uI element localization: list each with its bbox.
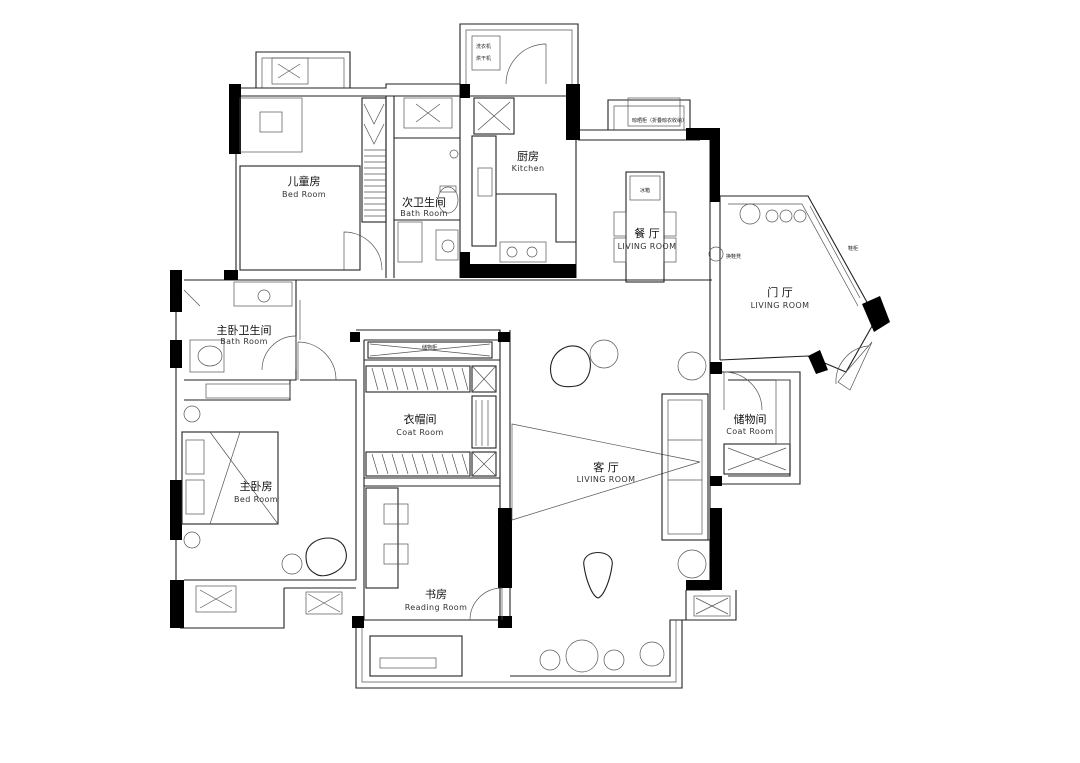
storage-fixtures — [723, 379, 791, 475]
second-bath-fixtures: 洗衣机 烘干机 — [397, 35, 501, 263]
room-labels: 儿童房 Bed Room 次卫生间 Bath Room 厨房 Kitchen 餐… — [217, 150, 810, 612]
label-foyer-zh: 门 厅 — [767, 285, 793, 299]
label-living-en: LIVING ROOM — [577, 475, 636, 484]
master-bedroom-furniture — [181, 383, 347, 615]
label-study-zh: 书房 — [425, 588, 447, 601]
label-kitchen-en: Kitchen — [512, 164, 545, 173]
label-storage-zh: 储物间 — [734, 412, 767, 426]
label-study-en: Reading Room — [405, 603, 468, 612]
label-dining-zh: 餐 厅 — [634, 226, 660, 240]
washer-label: 洗衣机 — [476, 43, 491, 50]
label-master-bedroom-en: Bed Room — [234, 495, 278, 504]
cloakroom-fixtures: 储物柜 — [365, 341, 497, 477]
kids-room-furniture — [239, 57, 387, 271]
master-bath-fixtures — [183, 281, 293, 373]
label-kids-bedroom-en: Bed Room — [282, 190, 326, 199]
label-master-bedroom-zh: 主卧房 — [240, 480, 273, 493]
structural-columns — [170, 84, 890, 628]
shoe-bench-label: 换鞋凳 — [726, 253, 741, 260]
entry-cabinet-label: 鞋柜 — [848, 245, 858, 252]
label-master-bath-en: Bath Room — [220, 337, 268, 346]
label-second-bath-en: Bath Room — [400, 209, 448, 218]
living-room-furniture — [511, 339, 709, 673]
balcony-cabinet-label: 晾晒柜（折叠晾衣收纳） — [632, 117, 687, 124]
foyer-furniture: 换鞋凳 鞋柜 — [708, 203, 858, 262]
balcony-outlines — [180, 23, 737, 689]
label-dining-en: LIVING ROOM — [618, 242, 677, 251]
label-kitchen-zh: 厨房 — [517, 150, 539, 163]
label-living-zh: 客 厅 — [593, 460, 619, 474]
label-foyer-en: LIVING ROOM — [751, 301, 810, 310]
label-storage-en: Coat Room — [726, 427, 773, 436]
label-kids-bedroom-zh: 儿童房 — [288, 174, 321, 188]
label-cloakroom-en: Coat Room — [396, 428, 443, 437]
label-second-bath-zh: 次卫生间 — [402, 195, 446, 209]
label-master-bath-zh: 主卧卫生间 — [217, 323, 272, 337]
study-furniture — [365, 487, 731, 677]
fridge-label: 冰箱 — [640, 187, 650, 194]
door-swings — [261, 43, 873, 621]
dryer-label: 烘干机 — [476, 55, 491, 62]
dining-furniture: 冰箱 — [613, 171, 677, 283]
wardrobe-top-label: 储物柜 — [422, 344, 437, 351]
kitchen-fixtures: 晾晒柜（折叠晾衣收纳） — [471, 97, 687, 263]
label-cloakroom-zh: 衣帽间 — [404, 412, 437, 426]
